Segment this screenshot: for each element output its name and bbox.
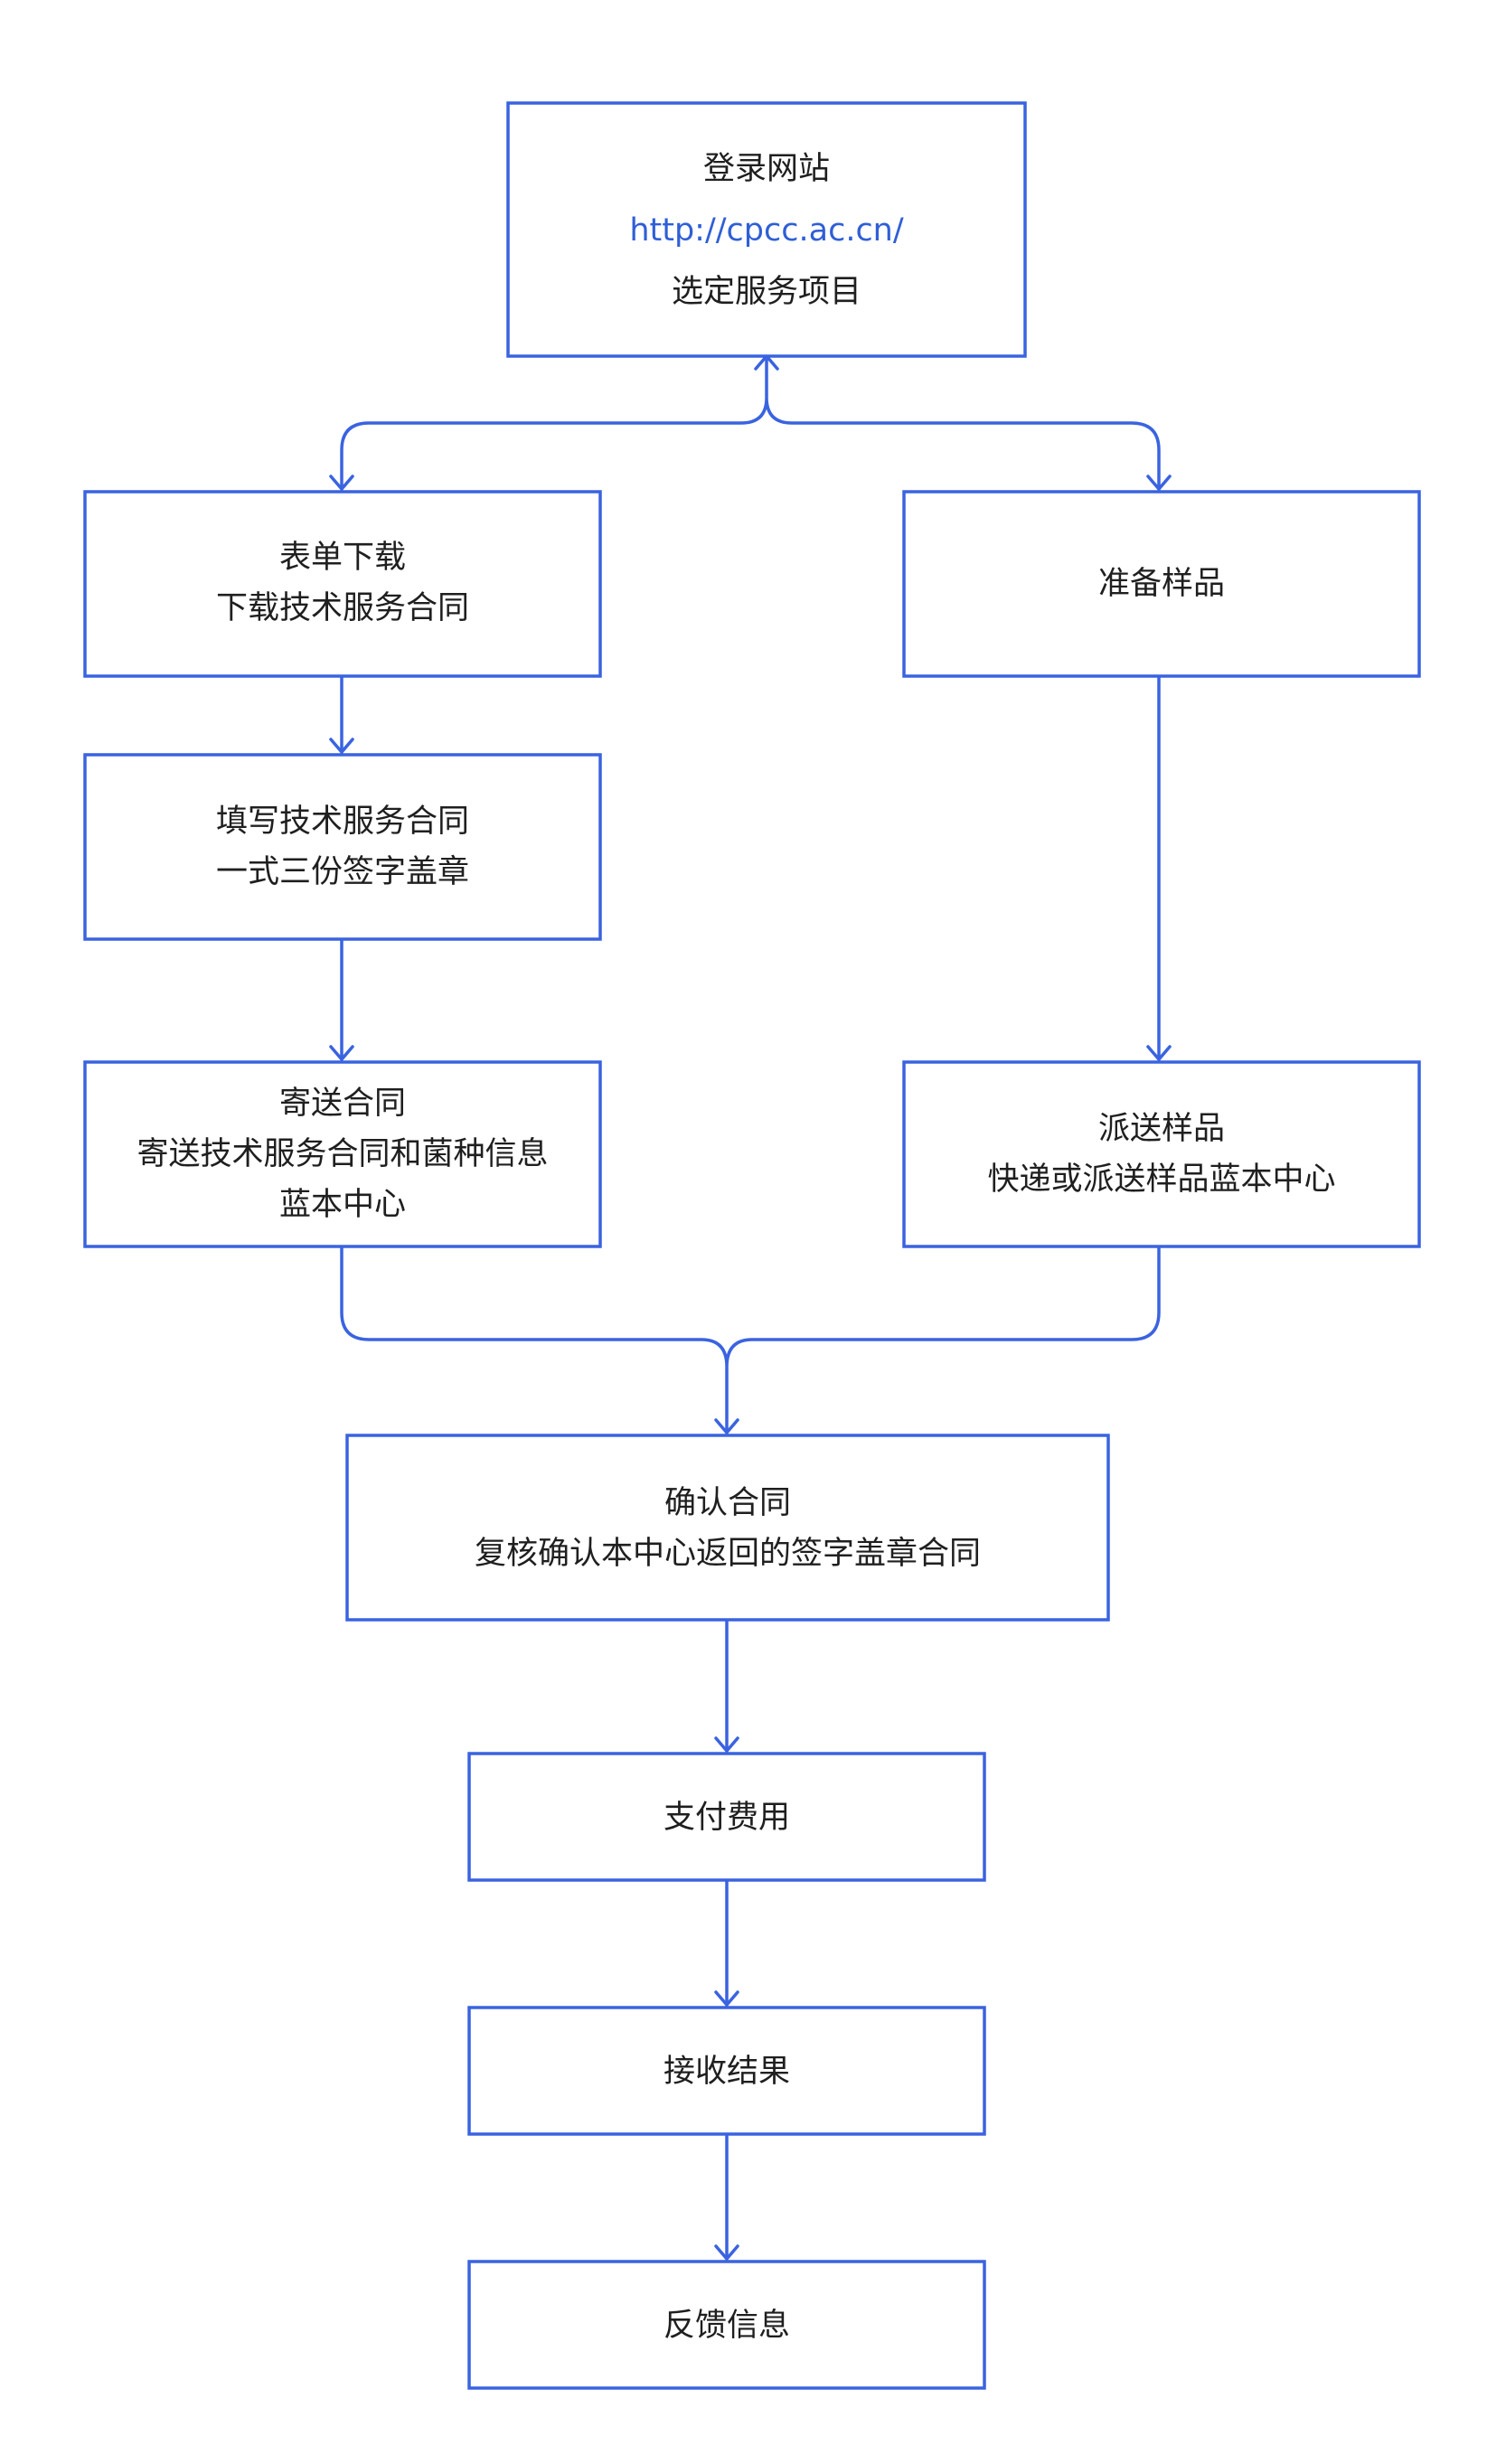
step-mail: 寄送合同 寄送技术服务合同和菌种信息 蓝本中心 [83, 1060, 602, 1248]
arrow-head-pay [714, 1736, 739, 1753]
arrow-head-sample [1146, 475, 1172, 491]
arrow-head-ship [1146, 1045, 1172, 1061]
step-pay-title: 支付费用 [664, 1800, 790, 1836]
step-mail-detail2: 蓝本中心 [279, 1187, 406, 1223]
connectors [329, 354, 1172, 2261]
step-form-detail: 下载技术服务合同 [216, 590, 469, 626]
arrow-head-form [329, 475, 354, 491]
step-confirm: 确认合同 复核确认本中心返回的签字盖章合同 [345, 1434, 1110, 1622]
step-feedback-title: 反馈信息 [664, 2308, 790, 2344]
step-mail-detail: 寄送技术服务合同和菌种信息 [136, 1136, 548, 1172]
step-sample-title: 准备样品 [1098, 566, 1225, 602]
step-ship-title: 派送样品 [1098, 1111, 1225, 1147]
step-fill: 填写技术服务合同 一式三份签字盖章 [83, 753, 602, 941]
step-fill-detail: 一式三份签字盖章 [216, 854, 469, 890]
step-receive: 接收结果 [467, 2006, 986, 2136]
step-ship: 派送样品 快递或派送样品蓝本中心 [902, 1060, 1421, 1248]
arrow-head-confirm [714, 1418, 739, 1434]
step-feedback: 反馈信息 [467, 2260, 986, 2390]
step-feedback-box [467, 2260, 986, 2390]
step-login-detail: 选定服务项目 [672, 274, 861, 310]
step-login-title: 登录网站 [703, 151, 830, 187]
step-receive-box [467, 2006, 986, 2136]
step-ship-box [902, 1060, 1421, 1248]
step-login: 登录网站 http://cpcc.ac.cn/ 选定服务项目 [506, 101, 1027, 358]
step-pay: 支付费用 [467, 1752, 986, 1882]
step-form-title: 表单下载 [279, 540, 406, 576]
connector-merge-confirm [340, 1243, 1161, 1434]
step-pay-box [467, 1752, 986, 1882]
arrow-head-mail [329, 1045, 354, 1061]
step-sample: 准备样品 [902, 490, 1421, 678]
step-mail-title: 寄送合同 [279, 1086, 406, 1122]
step-mail-box [83, 1060, 602, 1248]
step-sample-box [902, 490, 1421, 678]
step-confirm-box [345, 1434, 1110, 1622]
step-confirm-title: 确认合同 [664, 1485, 791, 1521]
step-login-url[interactable]: http://cpcc.ac.cn/ [629, 212, 904, 249]
step-fill-box [83, 753, 602, 941]
step-receive-title: 接收结果 [664, 2054, 790, 2090]
step-form: 表单下载 下载技术服务合同 [83, 490, 602, 678]
arrow-head-feedback [714, 2244, 739, 2261]
step-form-box [83, 490, 602, 678]
arrow-head-receive [714, 1990, 739, 2007]
arrow-head-fill [329, 738, 354, 754]
step-ship-detail: 快递或派送样品蓝本中心 [987, 1161, 1335, 1198]
step-fill-title: 填写技术服务合同 [216, 804, 469, 840]
step-login-box [506, 101, 1027, 358]
step-confirm-detail: 复核确认本中心返回的签字盖章合同 [475, 1536, 981, 1572]
connector-login-split [340, 354, 1161, 491]
